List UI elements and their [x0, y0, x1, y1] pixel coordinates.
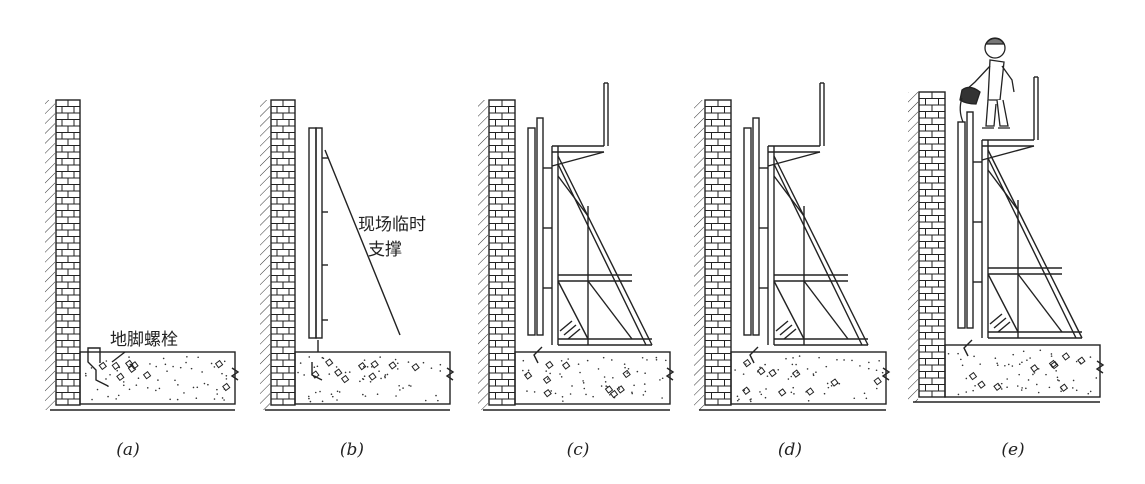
formwork-truss — [527, 82, 653, 364]
temp-support-label-2: 支撑 — [368, 240, 402, 260]
earth-hatch — [260, 100, 270, 410]
concrete-slab — [79, 351, 236, 405]
break-line — [230, 367, 240, 381]
brick-wall — [270, 99, 296, 406]
panel-e — [908, 37, 1105, 403]
formwork-truss — [743, 82, 869, 364]
caption-a: (a) — [116, 440, 139, 460]
panel-d — [694, 82, 891, 411]
break-line — [445, 367, 455, 381]
anchor-leader — [111, 351, 126, 363]
panel-b — [260, 99, 455, 411]
earth-hatch — [908, 92, 918, 402]
earth-hatch — [694, 100, 704, 410]
concrete-speckle — [84, 355, 231, 401]
earth-hatch — [45, 100, 55, 410]
worker-figure — [959, 37, 1015, 129]
brick-wall — [704, 99, 732, 406]
break-line — [881, 367, 891, 381]
break-line — [665, 367, 675, 381]
brick-wall — [918, 91, 946, 398]
earth-hatch — [478, 100, 488, 410]
break-line — [1095, 360, 1105, 374]
brick-wall — [488, 99, 516, 406]
concrete-speckle — [734, 355, 884, 403]
concrete-slab — [944, 344, 1101, 398]
temporary-support-brace — [324, 149, 401, 336]
formwork-panel — [308, 127, 317, 339]
panel-a — [45, 99, 240, 411]
panel-c — [478, 82, 675, 411]
caption-e: (e) — [1001, 440, 1024, 460]
formwork-backing — [315, 127, 323, 339]
anchor-bolt-label: 地脚螺栓 — [110, 330, 178, 350]
caption-b: (b) — [340, 440, 364, 460]
caption-c: (c) — [567, 440, 590, 460]
temp-support-label-1: 现场临时 — [358, 215, 426, 235]
concrete-speckle — [522, 356, 667, 402]
anchor-bolt-a — [87, 347, 109, 387]
concrete-speckle — [297, 356, 442, 403]
caption-d: (d) — [778, 440, 802, 460]
brick-wall — [55, 99, 81, 406]
concrete-speckle — [947, 349, 1098, 396]
concrete-slab — [730, 351, 887, 405]
formwork-truss — [957, 76, 1083, 357]
anchor-bolt-b — [311, 340, 323, 381]
